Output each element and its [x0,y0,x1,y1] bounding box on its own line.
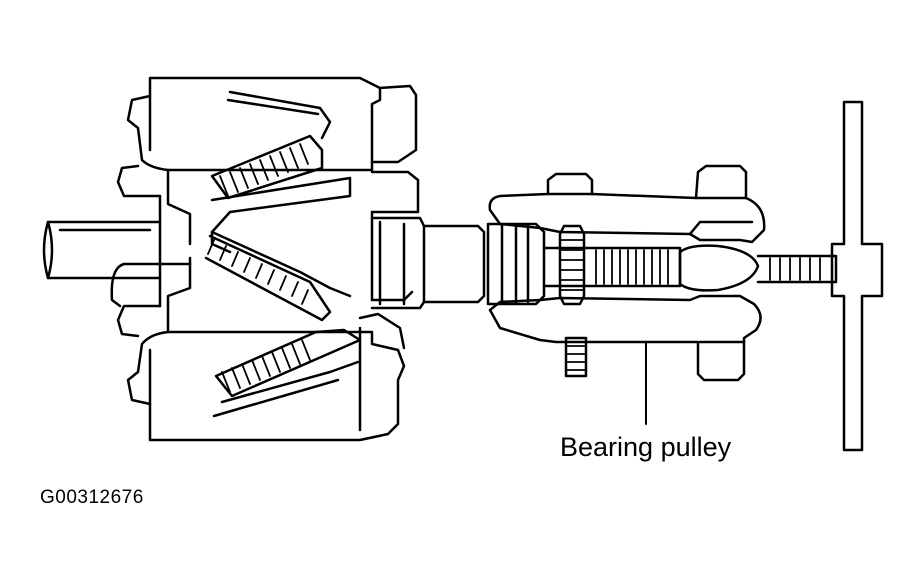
lower-field-coil [212,328,362,418]
puller-upper-arm [488,164,766,244]
bearing-pulley-label: Bearing pulley [560,432,732,462]
puller-lower-arm [488,294,762,382]
rotor-bearing [370,216,486,310]
puller-t-handle [830,100,884,452]
puller-adjusting-nut [558,224,586,306]
puller-lower-stud [564,336,588,378]
rotor-body [110,76,418,442]
puller-center-block [678,244,760,292]
bearing-puller [486,100,884,452]
puller-threaded-spindle [542,246,682,288]
figure-id-label: G00312676 [40,487,144,508]
slip-ring-end [358,170,420,432]
upper-field-coil [210,90,332,200]
claw-pole-core [204,176,352,322]
puller-forcing-screw [756,254,838,284]
puller-jaw-collar [486,222,546,306]
rotor-shaft [42,220,162,280]
rotor-assembly [42,76,420,442]
